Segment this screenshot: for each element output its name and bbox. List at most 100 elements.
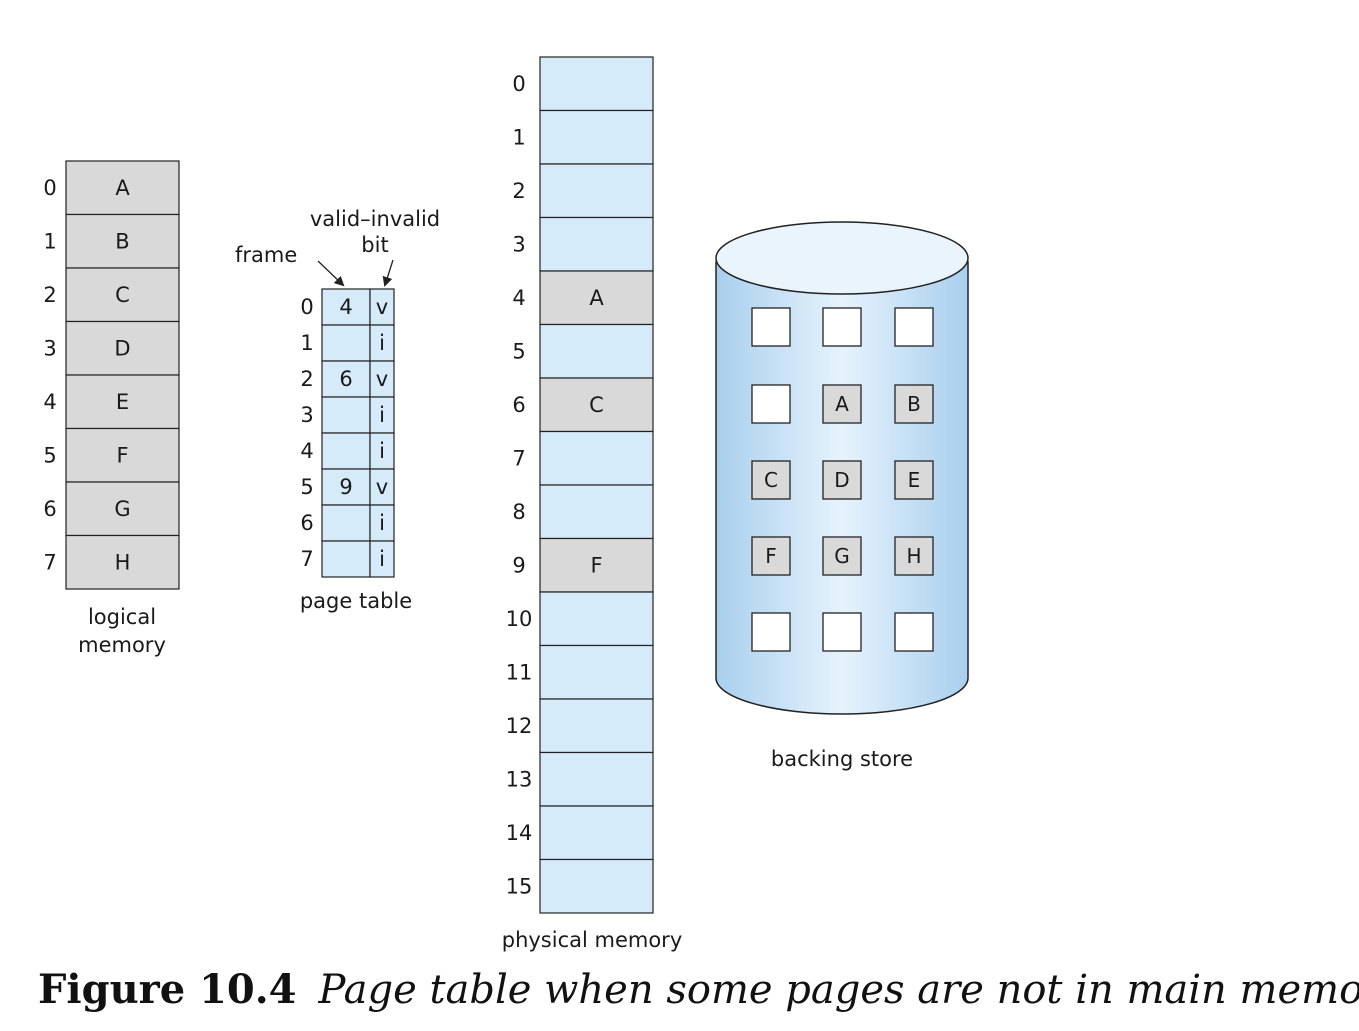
physical-memory-frame [539,591,654,647]
physical-memory-index: 2 [512,179,525,203]
page-table-valid-bit: i [379,511,385,535]
logical-memory-index: 2 [43,283,56,307]
page-table-valid-bit: v [376,367,388,391]
physical-memory-frame [539,805,654,861]
page-table-frame-value: 4 [339,295,352,319]
logical-memory-cell [65,160,180,216]
physical-memory-frame [539,484,654,540]
physical-memory-index: 15 [506,874,533,898]
logical-memory-label-line2: memory [78,633,166,657]
backing-store-label: backing store [771,747,913,771]
physical-memory-frame [539,109,654,165]
page-table-frame-cell [321,396,371,434]
page-table-frame-value: 9 [339,475,352,499]
physical-memory-index: 14 [506,821,533,845]
valid-invalid-header-line2: bit [361,233,388,257]
page-table-index: 1 [300,331,313,355]
logical-memory-cell [65,267,180,323]
logical-memory-page: H [115,550,131,574]
physical-memory-frame [539,858,654,914]
physical-memory-content: A [589,286,604,310]
physical-memory-frame [539,377,654,433]
page-table-index: 0 [300,295,313,319]
logical-memory-cell [65,427,180,483]
page-table-valid-bit: i [379,547,385,571]
logical-memory-index: 4 [43,390,56,414]
page-table-index: 4 [300,439,313,463]
page-table-bit-cell [369,540,395,578]
backing-store-page-label: E [908,468,921,492]
logical-memory-index: 3 [43,336,56,360]
page-table-label: page table [300,589,412,613]
physical-memory-index: 7 [512,446,525,470]
backing-store-page-label: H [906,544,921,568]
logical-memory-cell [65,534,180,590]
backing-store-page [822,612,862,652]
physical-memory-index: 8 [512,500,525,524]
physical-memory-frame [539,56,654,112]
logical-memory-page: F [116,443,128,467]
physical-memory-frame [539,537,654,593]
physical-memory-frame [539,163,654,219]
backing-store-page-label: D [834,468,849,492]
page-table-valid-bit: i [379,403,385,427]
backing-store-page-label: F [765,544,777,568]
backing-store-page [751,384,791,424]
backing-store-page [822,384,862,424]
valid-bit-arrow [382,259,394,287]
physical-memory-index: 13 [506,767,533,791]
backing-store-top [715,221,969,295]
backing-store: A B C D E F G H [715,221,969,715]
backing-store-page [894,384,934,424]
backing-store-page-label: A [835,392,849,416]
physical-memory-frame [539,270,654,326]
backing-store-grid: A B C D E F G H [751,307,934,652]
logical-memory-index: 5 [43,443,56,467]
physical-memory-index: 0 [512,72,525,96]
page-table-valid-bit: v [376,475,388,499]
page-table-index: 2 [300,367,313,391]
physical-memory-frame [539,698,654,754]
page-table-valid-bit: i [379,331,385,355]
physical-memory-index: 6 [512,393,525,417]
physical-memory-index: 3 [512,232,525,256]
backing-store-page [894,307,934,347]
backing-store-page [894,536,934,576]
backing-store-page-label: B [907,392,921,416]
backing-store-page-label: G [834,544,850,568]
page-table-index: 6 [300,511,313,535]
backing-store-page [751,460,791,500]
physical-memory-frame [539,216,654,272]
page-table-bit-cell [369,468,395,506]
backing-store-page-label: C [764,468,778,492]
page-table-frame-value: 6 [339,367,352,391]
page-table-frame-cell [321,432,371,470]
logical-memory-index: 0 [43,176,56,200]
figure-caption-text: Page table when some pages are not in ma… [318,967,1359,1013]
page-table-bit-cell [369,396,395,434]
logical-memory-page: A [115,176,130,200]
physical-memory-index: 1 [512,125,525,149]
backing-store-page [751,536,791,576]
logical-memory-page: C [115,283,130,307]
backing-store-page [751,307,791,347]
logical-memory-page: D [114,336,130,360]
physical-memory-index: 4 [512,286,525,310]
page-table-bit-cell [369,288,395,326]
backing-store-page [822,460,862,500]
frame-header: frame [235,243,297,267]
physical-memory-content: C [589,393,604,417]
backing-store-page [751,612,791,652]
logical-memory-label-line1: logical [88,605,156,629]
page-table-valid-bit: i [379,439,385,463]
page-table-bit-cell [369,324,395,362]
physical-memory-frame [539,430,654,486]
valid-invalid-header-line1: valid–invalid [310,207,440,231]
physical-memory-index: 11 [506,660,533,684]
figure-number: Figure 10.4 [38,966,297,1013]
physical-memory-label: physical memory [502,928,683,952]
logical-memory-cell [65,213,180,269]
